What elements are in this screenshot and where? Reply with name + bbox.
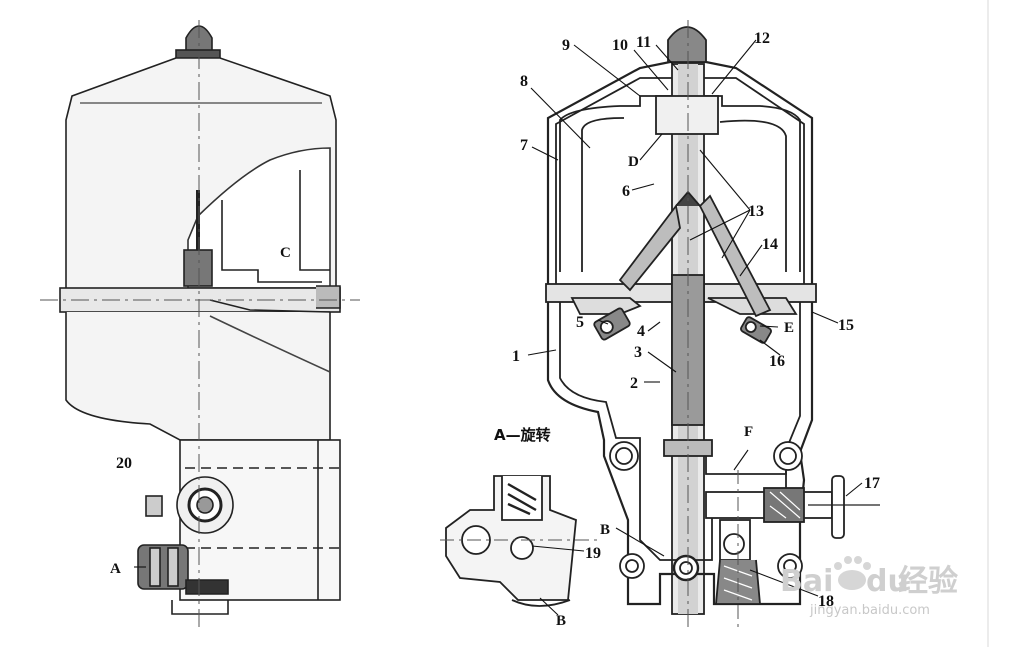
callout-9: 9	[562, 37, 570, 54]
baidu-watermark: Bai du 经验 jingyan.baidu.com	[780, 556, 958, 618]
callout-18: 18	[818, 593, 834, 610]
watermark-brand: 经验	[898, 564, 958, 599]
callout-4: 4	[637, 323, 645, 340]
callout-11: 11	[636, 34, 651, 51]
callout-6: 6	[622, 183, 630, 200]
right-edge-divider	[987, 0, 989, 647]
callout-7: 7	[520, 137, 528, 154]
callout-14: 14	[762, 236, 778, 253]
letter-b-main: B	[600, 522, 610, 538]
letter-e: E	[784, 320, 794, 336]
leader-lines	[134, 39, 863, 616]
callout-12: 12	[754, 30, 770, 47]
callout-15: 15	[838, 317, 854, 334]
left-exterior-view	[40, 20, 360, 632]
callout-2: 2	[630, 375, 638, 392]
letter-labels: A C D E F B B A—旋转	[110, 154, 794, 629]
right-sectional-view	[545, 20, 880, 632]
detail-a-rotated-inset	[440, 475, 600, 607]
callout-16: 16	[769, 353, 785, 370]
letter-d: D	[628, 154, 639, 170]
paw-logo-icon	[834, 556, 871, 590]
callout-labels: 1 2 3 4 5 6 7 8 9 10 11 12 13 14 15 16 1…	[116, 30, 880, 610]
letter-c: C	[280, 245, 291, 261]
watermark-logo-text-2: du	[866, 564, 909, 599]
callout-17: 17	[864, 475, 880, 492]
callout-1: 1	[512, 348, 520, 365]
watermark-logo-text: Bai	[780, 564, 833, 599]
watermark-url: jingyan.baidu.com	[809, 603, 930, 618]
callout-20: 20	[116, 455, 132, 472]
callout-8: 8	[520, 73, 528, 90]
callout-13: 13	[748, 203, 764, 220]
letter-a: A	[110, 561, 121, 577]
callout-10: 10	[612, 37, 628, 54]
callout-3: 3	[634, 344, 642, 361]
callout-19: 19	[585, 545, 601, 562]
rotation-caption: A—旋转	[494, 426, 551, 444]
letter-f: F	[744, 424, 753, 440]
letter-b-inset: B	[556, 613, 566, 629]
callout-5: 5	[576, 314, 584, 331]
